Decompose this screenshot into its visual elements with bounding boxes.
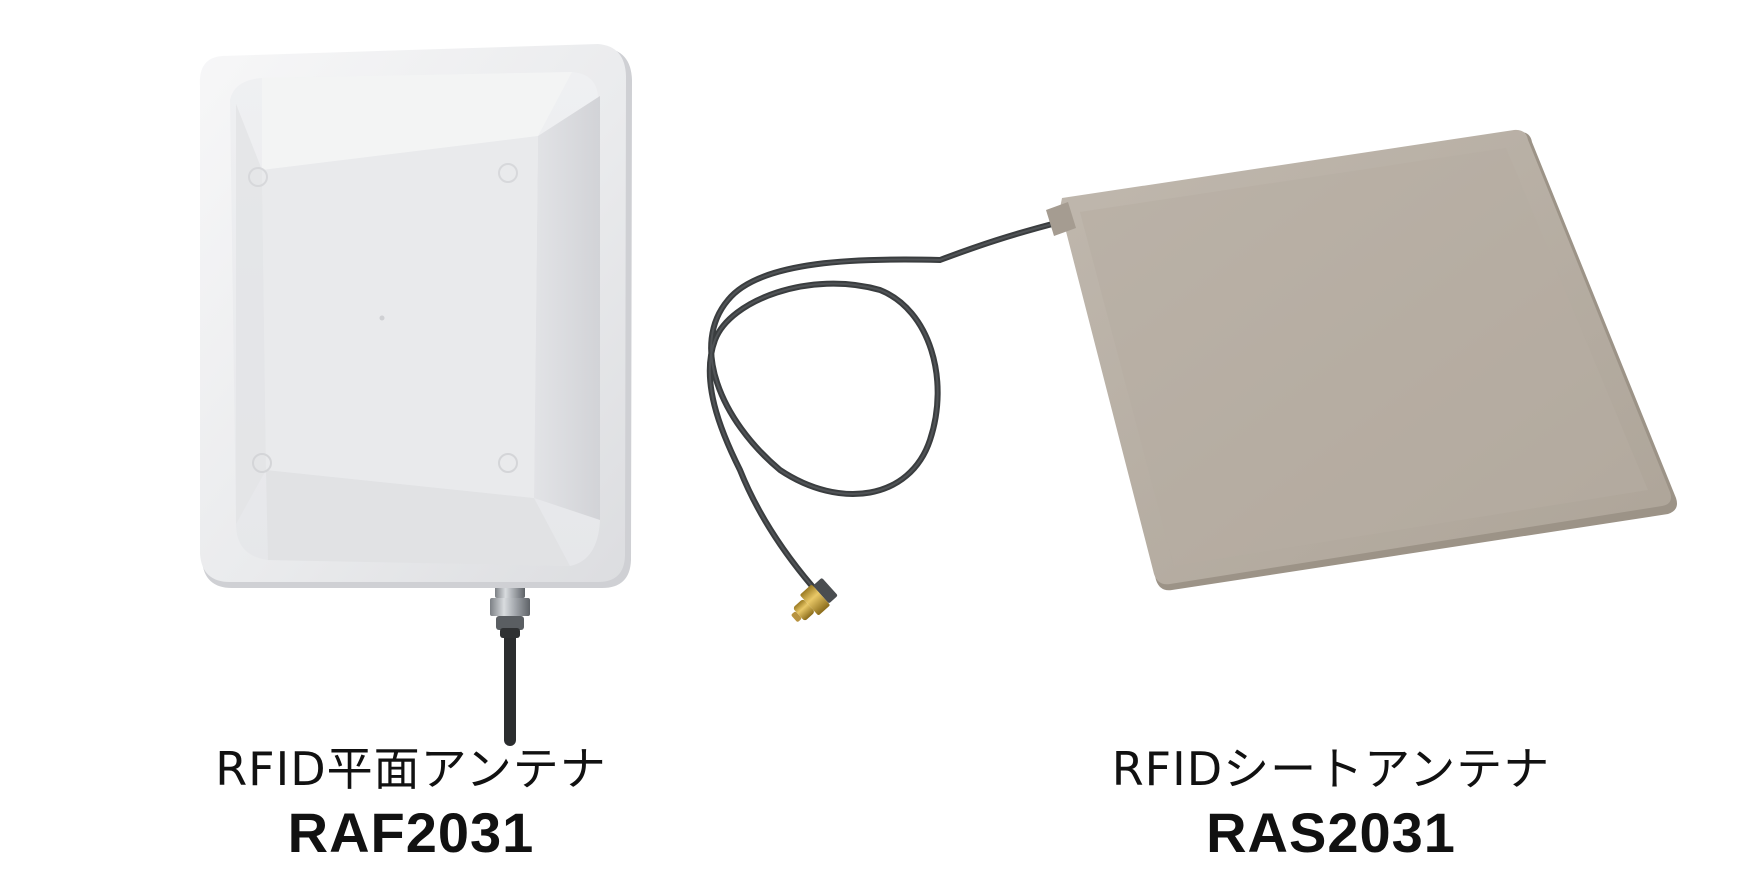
product-caption-right: RFIDシートアンテナ RAS2031	[1011, 740, 1651, 868]
product-caption-left: RFID平面アンテナ RAF2031	[91, 740, 731, 868]
product-subtitle: RFIDシートアンテナ	[1111, 742, 1551, 796]
sheet-antenna-image	[706, 129, 1677, 622]
product-model-number: RAS2031	[1206, 801, 1456, 864]
product-subtitle: RFID平面アンテナ	[215, 742, 607, 796]
n-type-connector	[490, 582, 530, 638]
flat-panel-antenna-image	[199, 44, 633, 746]
sma-connector	[791, 578, 838, 622]
product-model-number: RAF2031	[287, 801, 535, 864]
